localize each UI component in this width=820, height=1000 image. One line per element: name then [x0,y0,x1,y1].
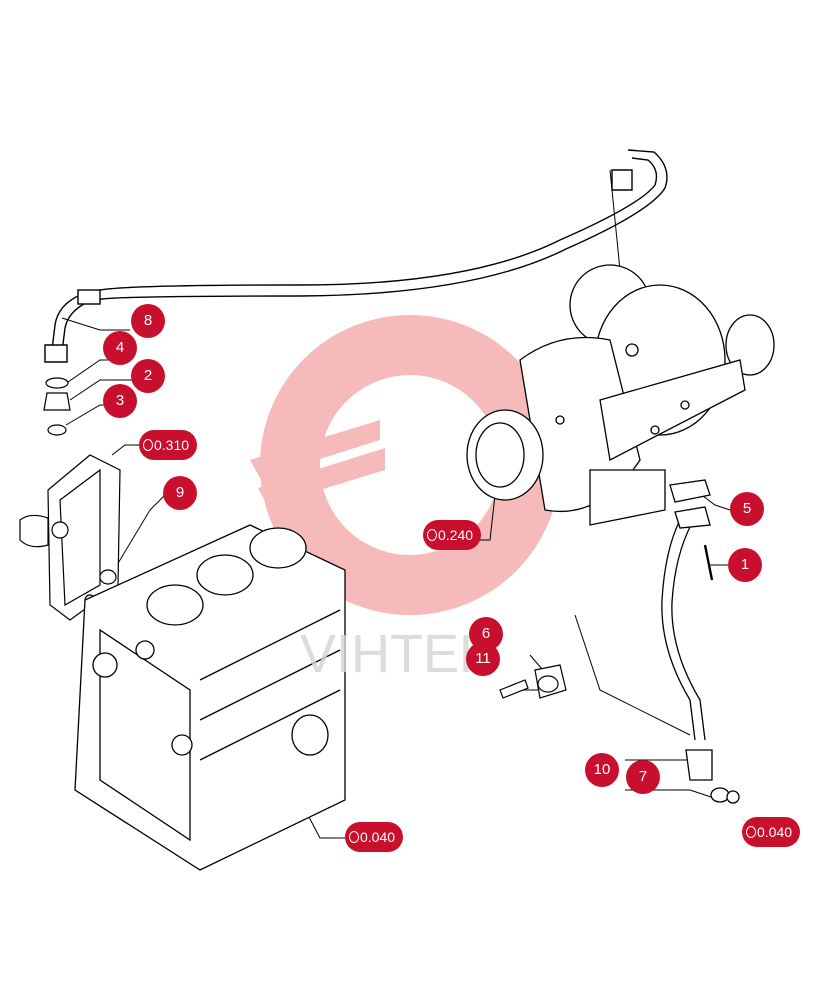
callout-4[interactable]: 4 [103,331,137,365]
callout-3[interactable]: 3 [103,384,137,418]
ring-icon [427,529,437,541]
turbocharger [466,264,775,526]
ref-label: 0.310 [154,437,190,453]
ref-callout-0-310[interactable]: 0.310 [139,430,198,460]
callout-8[interactable]: 8 [131,304,165,338]
ring-icon [349,831,359,843]
bracket-and-bolt [499,664,567,699]
callout-1[interactable]: 1 [728,548,762,582]
ring-icon [143,439,153,451]
ref-label: 0.040 [360,829,396,845]
watermark-text: VIHTEK [300,624,495,684]
engine-block [74,524,346,871]
ref-label: 0.040 [757,824,793,840]
callout-7[interactable]: 7 [626,760,660,794]
callout-11[interactable]: 11 [466,642,500,676]
ref-callout-0-040-pipe[interactable]: 0.040 [742,817,801,847]
callout-5[interactable]: 5 [730,492,764,526]
callout-9[interactable]: 9 [163,476,197,510]
ref-callout-0-240[interactable]: 0.240 [423,520,482,550]
oil-return-pipe [661,479,740,804]
oil-cooler-cover [19,454,121,621]
ref-callout-0-040-block[interactable]: 0.040 [345,822,404,852]
ref-label: 0.240 [438,527,474,543]
banjo-fittings [43,377,71,436]
oil-feed-pipe [44,149,668,363]
ring-icon [746,826,756,838]
callout-10[interactable]: 10 [585,753,619,787]
callout-2[interactable]: 2 [131,359,165,393]
